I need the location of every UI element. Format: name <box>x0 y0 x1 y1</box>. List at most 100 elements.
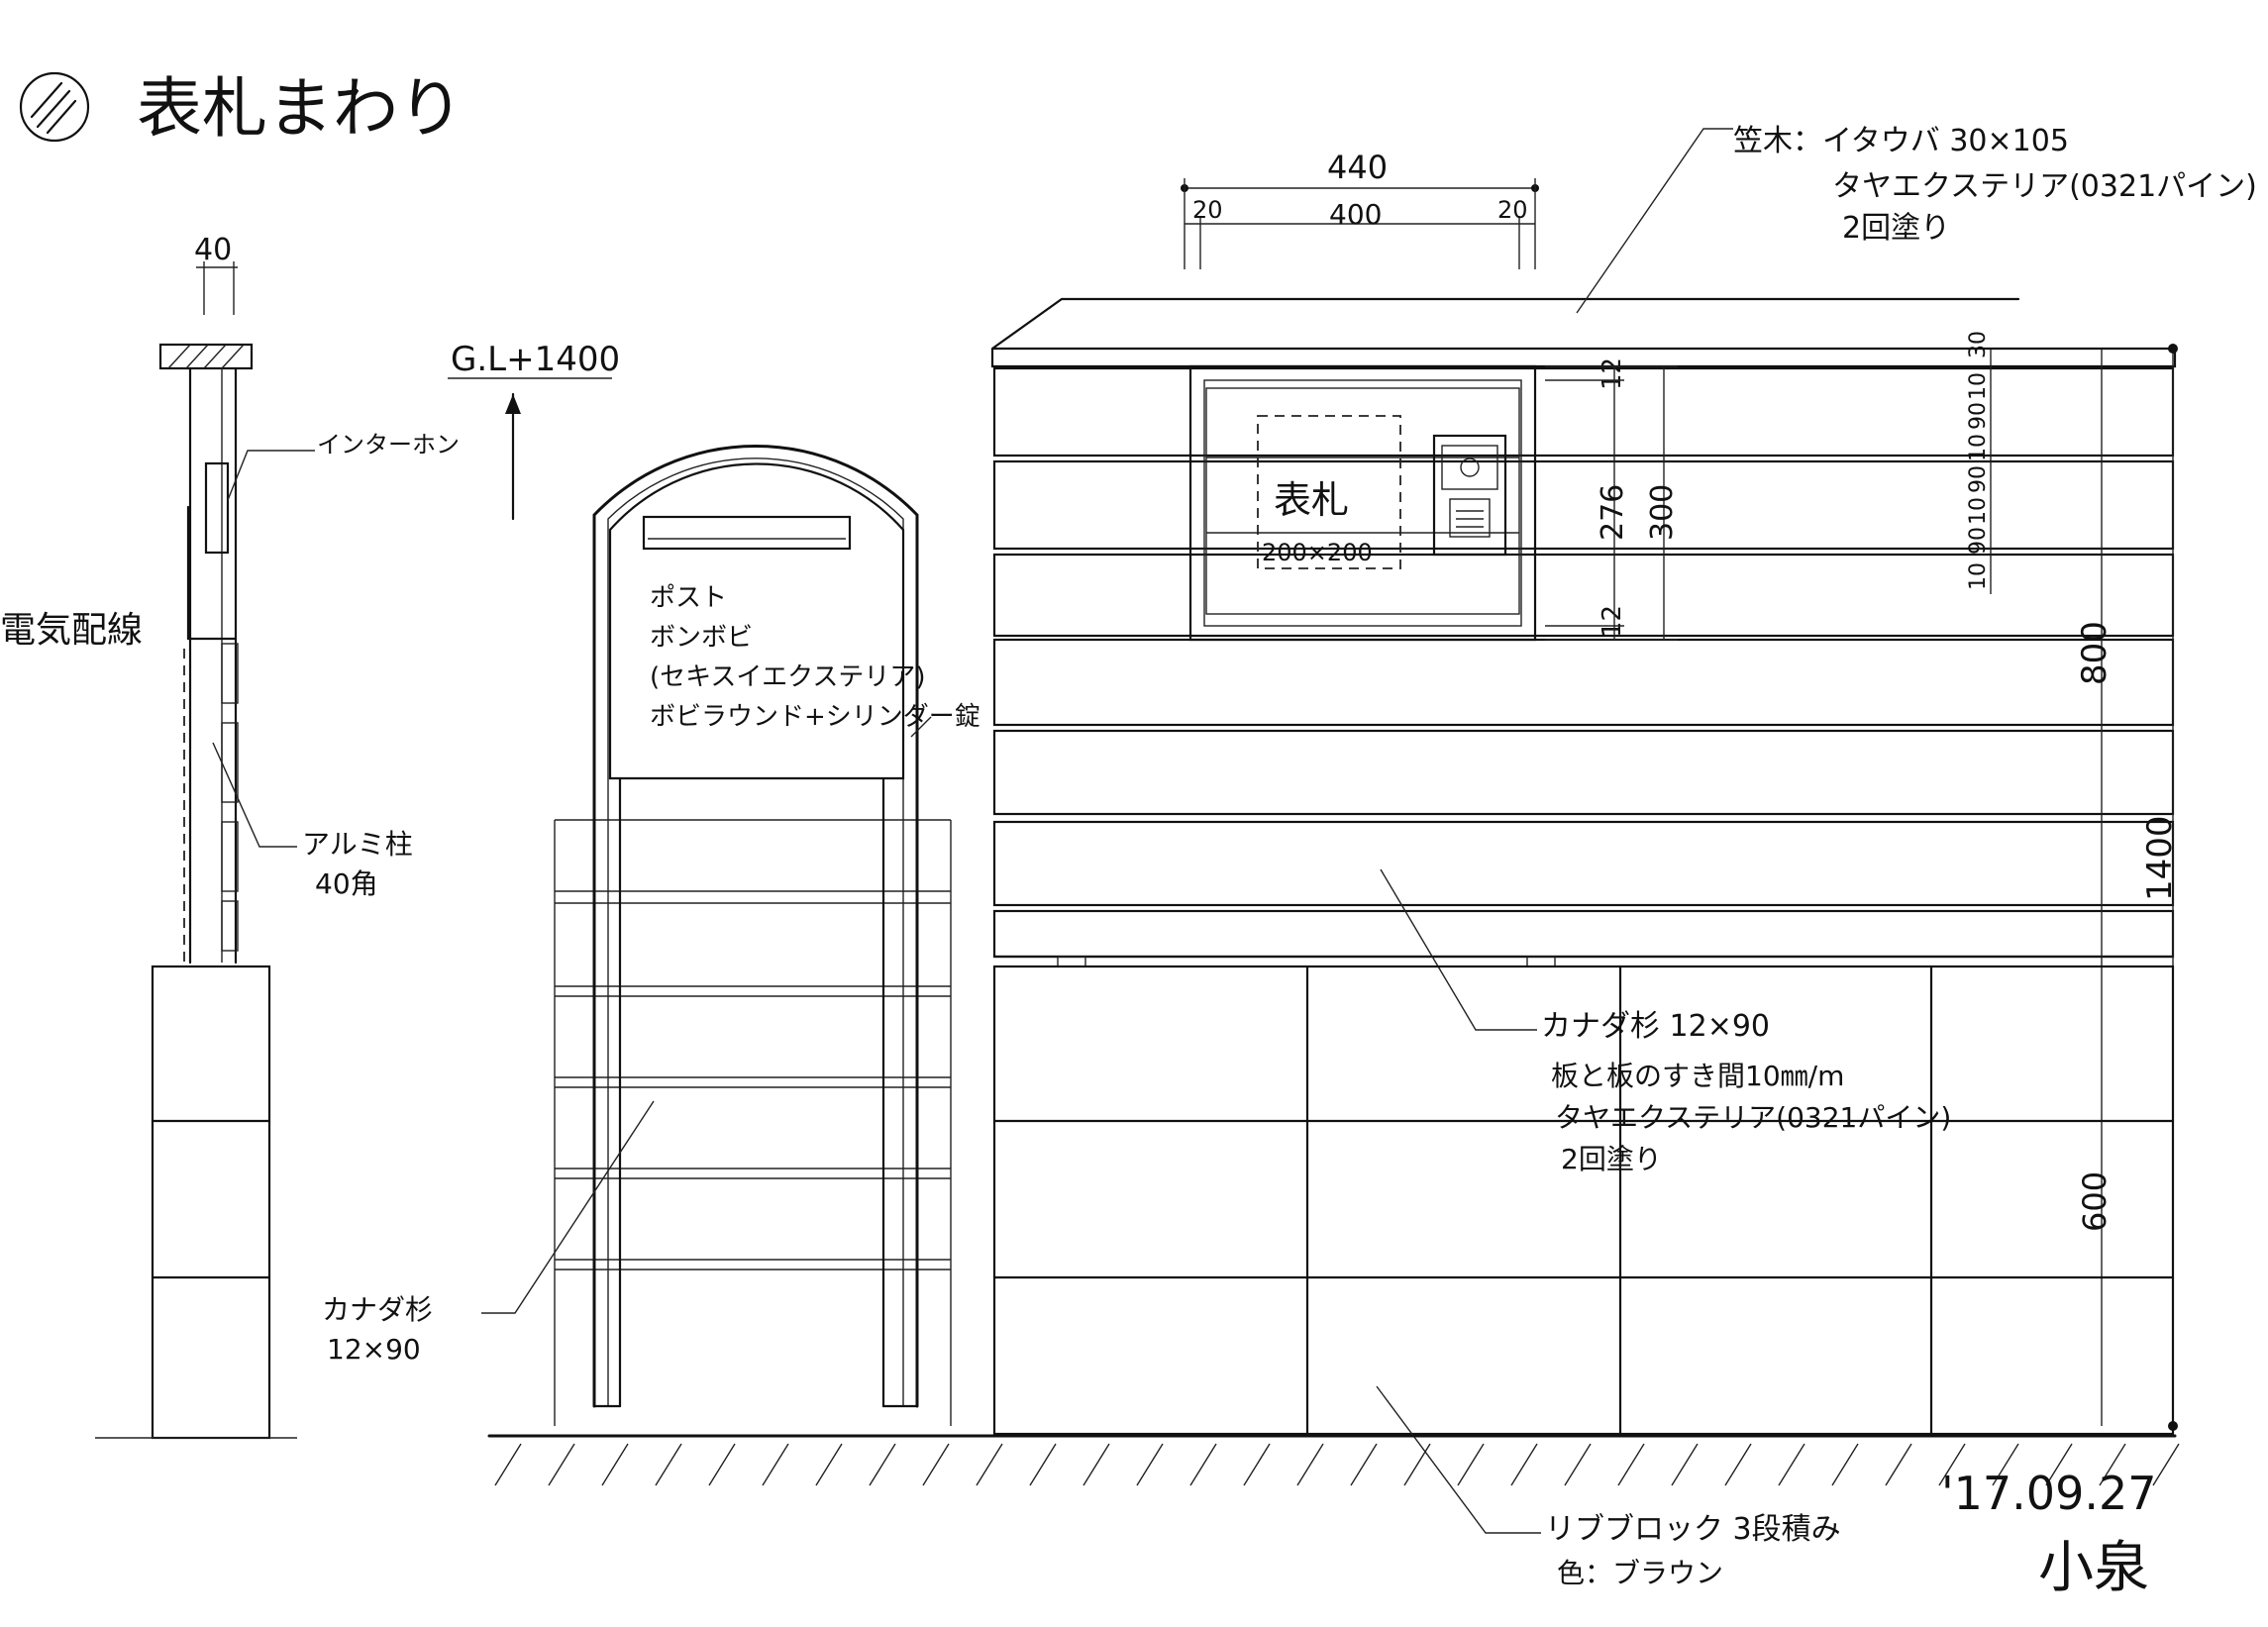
drawing-author: 小泉 <box>2038 1536 2149 1600</box>
page-title: 表札まわり <box>137 70 464 147</box>
slat <box>992 553 2175 638</box>
note-cedar-2: 板と板のすき間10㎜/m <box>1551 1060 1844 1092</box>
ground-hatch-stroke <box>976 1443 1003 1486</box>
ground-hatch-stroke <box>815 1443 843 1486</box>
ground-hatch-stroke <box>1724 1443 1752 1486</box>
dim-10a: 10 <box>1966 372 1991 400</box>
ground-hatch-stroke <box>1778 1443 1805 1486</box>
ground-hatch-stroke <box>494 1443 522 1486</box>
leader-cap <box>1576 128 1733 314</box>
mailbox-post: ポスト ボンボビ (セキスイエクステリア) ボビラウンド+シリンダー錠 カナダ杉… <box>322 445 980 1426</box>
gl-arrow-head <box>505 394 521 414</box>
nameplate-label: 表札 <box>1274 478 1349 522</box>
dim-cap-total: 440 <box>1327 149 1388 186</box>
ground-hatch-stroke <box>1510 1443 1538 1486</box>
dim-cap-right: 20 <box>1497 196 1528 224</box>
drawing-date: '17.09.27 <box>1941 1467 2157 1520</box>
slat-support <box>1526 956 1556 967</box>
post-panel <box>221 900 239 952</box>
ground-hatch-stroke <box>1617 1443 1645 1486</box>
post-side-section: 40 インターホン 電気配線 アルミ柱 40角 <box>0 233 460 1440</box>
dim-800: 800 <box>2075 621 2114 685</box>
block-base <box>151 965 271 1440</box>
note-post-1: ポスト <box>650 583 727 613</box>
ground-hatch-stroke <box>1403 1443 1431 1486</box>
rib-block-wall <box>992 965 2175 1436</box>
note-post-4: ボビラウンド+シリンダー錠 <box>650 702 980 732</box>
note-cedar-4: 2回塗り <box>1561 1143 1662 1175</box>
note-intercom: インターホン <box>317 431 460 458</box>
post-panel <box>221 821 239 892</box>
mail-slot <box>642 515 852 551</box>
dim-10b: 10 <box>1966 434 1991 461</box>
ground-hatch <box>494 1443 2180 1486</box>
note-alu-post-1: アルミ柱 <box>302 828 413 861</box>
dim-90c: 90 <box>1966 527 1991 555</box>
intercom-unit <box>204 461 230 555</box>
note-cap-2: タヤエクステリア(0321パイン) <box>1832 169 2257 204</box>
ground-hatch-stroke <box>2045 1443 2073 1486</box>
post-cap-hatch <box>167 344 245 369</box>
slat <box>992 638 2175 727</box>
post-panel <box>221 643 239 704</box>
intercom-front <box>1432 434 1507 557</box>
nameplate-size: 200×200 <box>1262 539 1373 566</box>
leader-alu-post <box>212 742 297 848</box>
dim-90a: 90 <box>1966 402 1991 430</box>
intercom-camera <box>1441 445 1498 490</box>
note-post-3: (セキスイエクステリア) <box>650 662 925 692</box>
background-slats <box>554 819 952 1426</box>
dim-frame-bottom: 12 <box>1598 605 1627 638</box>
ground-hatch-stroke <box>1564 1443 1592 1486</box>
ground-hatch-stroke <box>1189 1443 1217 1486</box>
note-cap-3: 2回塗り <box>1842 211 1950 246</box>
ground <box>487 1434 2180 1486</box>
dim-1400: 1400 <box>2140 815 2180 901</box>
section-marker-hatch <box>30 81 77 135</box>
slat <box>992 729 2175 816</box>
fence-elevation: 440 20 400 20 笠木：イタウバ 30×105 タヤエクステリア(03… <box>990 124 2257 1589</box>
note-electric-wiring: 電気配線 <box>0 610 143 651</box>
title-block: 表札まわり <box>19 70 464 147</box>
post-cap <box>158 343 254 370</box>
mailbox-body <box>608 462 905 780</box>
mailbox-arch-outer <box>592 445 919 1408</box>
leader-intercom <box>227 450 315 501</box>
note-cedar-1: カナダ杉 12×90 <box>1541 1009 1770 1044</box>
intercom-speaker <box>1449 498 1491 538</box>
dim-cap-left: 20 <box>1192 196 1223 224</box>
ground-hatch-stroke <box>2152 1443 2180 1486</box>
nameplate-frame-inner <box>1203 379 1522 627</box>
nameplate-area <box>1257 415 1401 569</box>
dim-10c: 10 <box>1966 497 1991 525</box>
ground-hatch-stroke <box>1350 1443 1378 1486</box>
slat <box>992 366 2175 458</box>
note-gl: G.L+1400 <box>451 340 620 379</box>
ground-hatch-stroke <box>1831 1443 1859 1486</box>
cap-board <box>990 297 2177 368</box>
ground-hatch-stroke <box>601 1443 629 1486</box>
ground-hatch-stroke <box>1992 1443 2019 1486</box>
note-block-1: リブブロック 3段積み <box>1545 1512 1841 1547</box>
note-cedar-3: タヤエクステリア(0321パイン) <box>1555 1101 1951 1134</box>
note-cedar-small-1: カナダ杉 <box>322 1293 433 1326</box>
note-alu-post-2: 40角 <box>315 867 378 900</box>
slat <box>992 459 2175 551</box>
ground-hatch-stroke <box>1671 1443 1699 1486</box>
slat-support <box>1057 956 1086 967</box>
ground-hatch-stroke <box>922 1443 950 1486</box>
dim-cap-mid: 400 <box>1329 198 1382 231</box>
dim-600: 600 <box>2076 1171 2113 1232</box>
ground-hatch-stroke <box>1136 1443 1164 1486</box>
intercom-lens <box>1460 458 1480 477</box>
dim-30: 30 <box>1966 331 1991 358</box>
section-marker-circle <box>19 71 90 143</box>
note-cedar-small-2: 12×90 <box>327 1333 421 1366</box>
slat <box>992 909 2175 959</box>
dim-point <box>2168 344 2178 354</box>
ground-hatch-stroke <box>708 1443 736 1486</box>
ground-hatch-stroke <box>2099 1443 2126 1486</box>
dim-frame-top: 12 <box>1598 357 1627 390</box>
